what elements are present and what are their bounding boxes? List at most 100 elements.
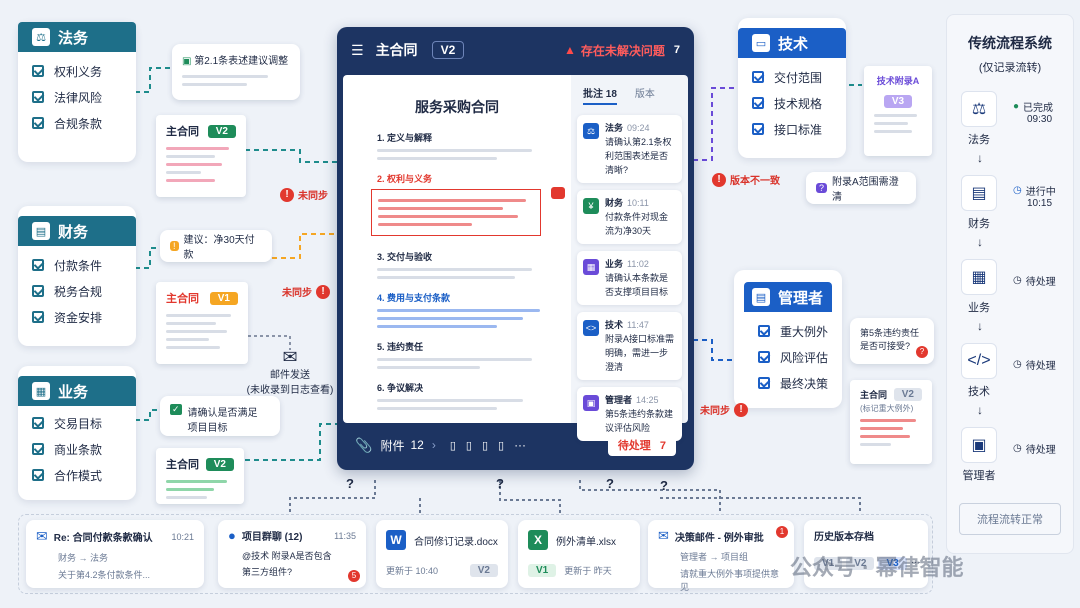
checkbox-icon [32, 285, 44, 297]
legal-check-item[interactable]: 合规条款 [18, 110, 136, 136]
flow-step: ▣ 管理者 [961, 427, 997, 483]
tech-check-item[interactable]: 技术规格 [738, 90, 846, 116]
chevron-right-icon[interactable]: › [431, 438, 436, 452]
flow-step: ⚖ 法务 [961, 91, 997, 147]
legal-check-item[interactable]: 权利义务 [18, 58, 136, 84]
file-icon[interactable]: ▯ [449, 439, 456, 452]
tech-annex-card[interactable]: 技术附录A V3 [864, 66, 932, 156]
dept-tech-header: ▭技术 [738, 28, 846, 58]
clock-icon: ◷ [1013, 359, 1022, 370]
file-icon[interactable]: ▯ [498, 439, 505, 452]
monitor-icon: ▭ [752, 34, 770, 52]
doc-section[interactable]: 4. 费用与支付条款 [377, 293, 451, 303]
attachments-label[interactable]: 附件 [380, 438, 405, 453]
checkbox-icon [32, 91, 44, 103]
wallet-icon: ▤ [32, 222, 50, 240]
comment-icon[interactable] [551, 187, 565, 199]
checkbox-icon [758, 377, 770, 389]
checkbox-icon [32, 259, 44, 271]
manager-check-item[interactable]: 风险评估 [744, 344, 842, 370]
clock-icon: ◷ [1013, 275, 1022, 286]
doc-title: 服务采购合同 [415, 99, 499, 115]
file-icon[interactable]: ▯ [481, 439, 488, 452]
tab-comments[interactable]: 批注 18 [583, 85, 617, 105]
check-icon: ✓ [170, 404, 182, 415]
checkbox-icon [32, 311, 44, 323]
unsynced-warning: 未同步! [700, 402, 748, 417]
doc-section[interactable]: 2. 权利与义务 [377, 174, 433, 184]
version-badge: V2 [893, 388, 922, 401]
tech-check-item[interactable]: 接口标准 [738, 116, 846, 142]
finance-check-item[interactable]: 税务合规 [18, 278, 136, 304]
version-badge[interactable]: V3 [878, 557, 907, 570]
flow-step: ▦ 业务 [961, 259, 997, 315]
tech-check-item[interactable]: 交付范围 [738, 64, 846, 90]
flow-status: ◷待处理 [1013, 275, 1056, 288]
doc-section[interactable]: 5. 违约责任 [377, 342, 424, 352]
flow-status: ◷进行中 10:15 [1013, 185, 1056, 209]
version-badge: V1 [209, 291, 238, 305]
email-card[interactable]: ✉ Re: 合同付款条款确认 10:21 财务 → 法务 关于第4.2条付款条件… [26, 520, 204, 588]
business-comment-bubble: ✓请确认是否满足项目目标 [160, 396, 280, 436]
manager-check-item[interactable]: 重大例外 [744, 318, 842, 344]
lightbulb-icon: ! [170, 241, 179, 251]
main-contract-window: ☰ 主合同 V2 ▲ 存在未解决问题 7 服务采购合同 1. 定义与解释 2. … [337, 27, 694, 470]
briefcase-icon: ▦ [961, 259, 997, 295]
business-check-item[interactable]: 交易目标 [18, 410, 136, 436]
checkbox-icon [752, 71, 764, 83]
chat-card[interactable]: ● 项目群聊 (12) 11:35 @技术 附录A是否包含 第三方组件? 5 [218, 520, 366, 588]
excel-file-icon: X [528, 530, 548, 550]
finance-icon: ¥ [583, 198, 599, 214]
approval-email-card[interactable]: ✉ 决策邮件 - 例外审批 管理者 → 项目组 请就重大例外事项提供意见 1 [648, 520, 794, 592]
version-badge[interactable]: V2 [846, 557, 875, 570]
checkbox-icon [32, 417, 44, 429]
watermark: 公众号 · 幂律智能 [790, 555, 964, 580]
dept-manager-header: ▤管理者 [744, 282, 832, 312]
flow-step: ▤ 财务 [961, 175, 997, 231]
code-icon: </> [961, 343, 997, 379]
svg-text:?: ? [660, 478, 668, 493]
unread-badge: 1 [776, 526, 788, 538]
chat-bubble-icon: ● [228, 528, 236, 543]
clipboard-icon: ▤ [752, 288, 770, 306]
checkbox-icon [758, 325, 770, 337]
version-badge: V2 [205, 457, 234, 471]
alert-icon: ! [734, 402, 748, 417]
pending-button[interactable]: 待处理 7 [607, 434, 676, 456]
tech-comment-bubble: ?附录A范围需澄清 [806, 172, 916, 204]
version-badge[interactable]: V1 [814, 557, 843, 570]
paperclip-icon[interactable]: 📎 [355, 436, 373, 453]
unresolved-alert[interactable]: ▲ 存在未解决问题 7 [563, 43, 680, 58]
business-check-item[interactable]: 合作模式 [18, 462, 136, 488]
excel-file-card[interactable]: X 例外清单.xlsx V1 更新于 昨天 [518, 520, 640, 588]
tab-versions[interactable]: 版本 [634, 89, 655, 100]
word-file-card[interactable]: W 合同修订记录.docx 更新于 10:40 V2 [376, 520, 508, 588]
history-archive-card[interactable]: 历史版本存档 V1 V2 V3 ··· [804, 520, 928, 588]
legal-check-item[interactable]: 法律风险 [18, 84, 136, 110]
arrow-down-icon: ↓ [977, 235, 983, 249]
doc-section[interactable]: 3. 交付与验收 [377, 252, 433, 262]
business-check-item[interactable]: 商业条款 [18, 436, 136, 462]
flow-step: </> 技术 [961, 343, 997, 399]
file-icon[interactable]: ▯ [465, 439, 472, 452]
finance-check-item[interactable]: 资金安排 [18, 304, 136, 330]
doc-section[interactable]: 6. 争议解决 [377, 383, 424, 393]
doc-section[interactable]: 1. 定义与解释 [377, 133, 433, 143]
more-icon[interactable]: ··· [910, 557, 921, 568]
dept-manager-card: ▤管理者 重大例外 风险评估 最终决策 [734, 270, 842, 408]
finance-check-item[interactable]: 付款条件 [18, 252, 136, 278]
menu-icon[interactable]: ☰ [351, 41, 364, 58]
more-icon[interactable]: ··· [514, 438, 527, 452]
flow-status-button[interactable]: 流程流转正常 [959, 503, 1061, 535]
manager-check-item[interactable]: 最终决策 [744, 370, 842, 396]
